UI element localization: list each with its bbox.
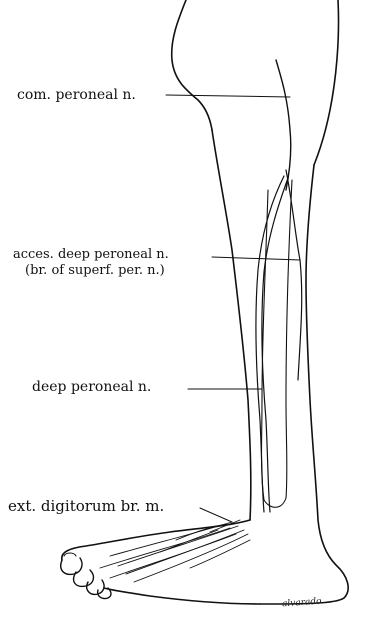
nerve-trunk	[276, 60, 291, 190]
leader-accessory	[212, 257, 300, 260]
toe-big	[61, 558, 82, 574]
foot-sole	[104, 588, 260, 604]
ext-digitorum-muscle	[100, 520, 250, 582]
label-accessory-deep-peroneal-nerve: acces. deep peroneal n.	[13, 248, 169, 261]
label-accessory-branch-note: (br. of superf. per. n.)	[25, 264, 165, 277]
label-deep-peroneal-nerve: deep peroneal n.	[32, 380, 151, 394]
nerve-deep-outer	[256, 176, 284, 512]
leader-com-peroneal	[166, 95, 290, 97]
thigh-outline-right	[314, 0, 339, 165]
toenail	[64, 553, 76, 556]
thigh-outline-left	[172, 0, 212, 130]
label-ext-digitorum-brevis-muscle: ext. digitorum br. m.	[8, 499, 164, 514]
tibia-contour	[262, 180, 293, 507]
leader-ext-digitorum	[200, 508, 232, 522]
label-common-peroneal-nerve: com. peroneal n.	[17, 88, 136, 102]
shin-front-outline	[212, 130, 251, 520]
nerve-deep-inner	[262, 178, 288, 512]
toe-3	[87, 580, 104, 594]
calf-back-outline	[260, 165, 348, 604]
